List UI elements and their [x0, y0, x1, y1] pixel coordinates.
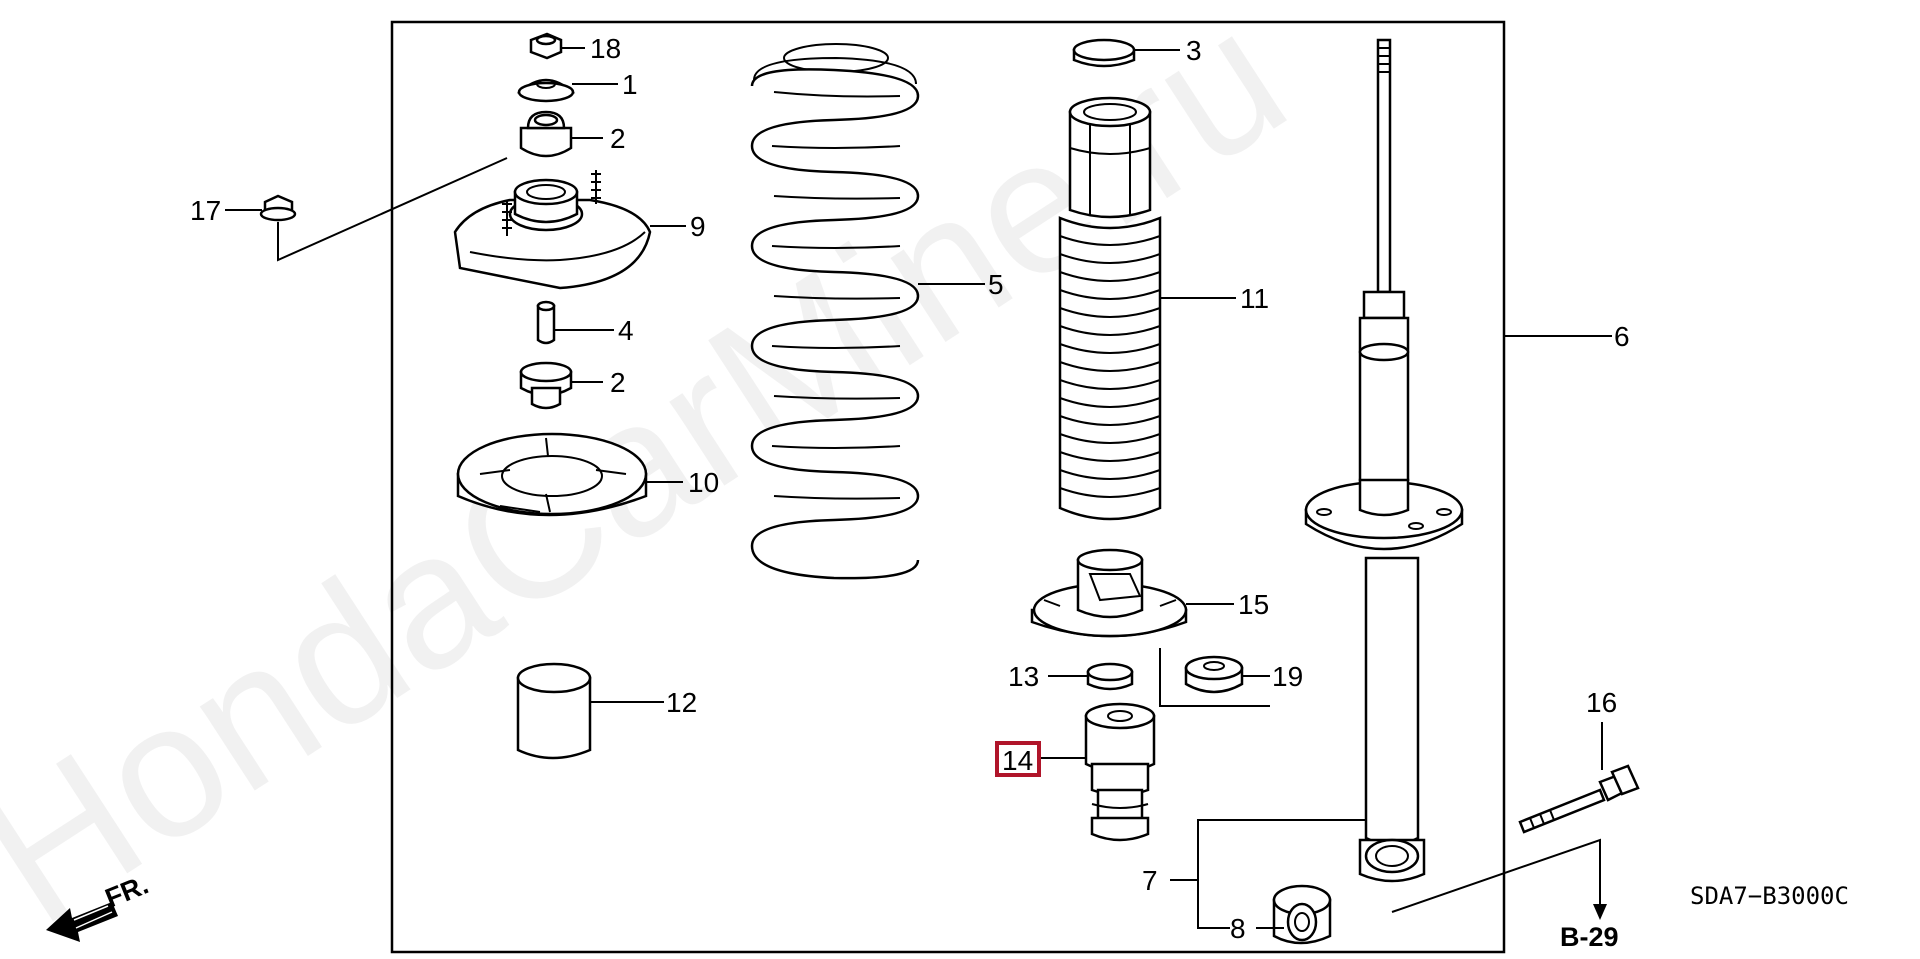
callout-15[interactable]: 15 [1238, 589, 1269, 620]
part-3-washer[interactable] [1072, 38, 1136, 68]
callout-12[interactable]: 12 [666, 687, 697, 718]
diagram-frame [390, 20, 1506, 954]
part-10-spring-seat[interactable] [456, 432, 648, 517]
part-2-lower-bushing[interactable] [519, 361, 573, 410]
callout-2a[interactable]: 2 [610, 123, 626, 154]
callout-3[interactable]: 3 [1186, 35, 1202, 66]
callout-1[interactable]: 1 [622, 69, 638, 100]
callout-6[interactable]: 6 [1614, 321, 1630, 352]
part-13-washer[interactable] [1086, 662, 1134, 691]
callout-13[interactable]: 13 [1008, 661, 1039, 692]
part-5-coil-spring[interactable] [750, 43, 920, 580]
callout-16[interactable]: 16 [1586, 687, 1617, 718]
part-14-bump-stop[interactable] [1084, 702, 1156, 842]
part-19-bushing[interactable] [1184, 655, 1244, 694]
callout-17[interactable]: 17 [190, 195, 221, 226]
callout-14-highlight [995, 741, 1041, 777]
front-direction-arrow-icon [46, 902, 118, 942]
part-12-bump-rubber[interactable] [516, 662, 592, 760]
part-4-collar[interactable] [536, 300, 556, 345]
callout-10[interactable]: 10 [688, 467, 719, 498]
callout-19[interactable]: 19 [1272, 661, 1303, 692]
reference-arrowhead [1593, 904, 1607, 920]
part-16-bolt[interactable] [1518, 764, 1640, 834]
diagram-code: SDA7−B3000C [1690, 882, 1849, 910]
part-15-stopper-mount[interactable] [1030, 548, 1188, 638]
part-9-mount-base[interactable] [453, 170, 652, 290]
callout-8[interactable]: 8 [1230, 913, 1246, 944]
part-18-nut[interactable] [529, 32, 563, 60]
callout-5[interactable]: 5 [988, 269, 1004, 300]
callout-2b[interactable]: 2 [610, 367, 626, 398]
part-11-dust-boot[interactable] [1058, 96, 1162, 521]
callout-4[interactable]: 4 [618, 315, 634, 346]
callout-11[interactable]: 11 [1240, 283, 1269, 314]
part-17-flange-nut[interactable] [259, 194, 297, 222]
callout-14[interactable]: 14 [1002, 745, 1033, 776]
part-6-shock-absorber[interactable] [1304, 38, 1464, 883]
callout-18[interactable]: 18 [590, 33, 621, 64]
part-2-upper-bushing[interactable] [519, 110, 573, 158]
reference-b29[interactable]: B-29 [1560, 922, 1619, 952]
callout-7[interactable]: 7 [1142, 865, 1158, 896]
part-8-bushing[interactable] [1272, 884, 1332, 945]
callout-9[interactable]: 9 [690, 211, 706, 242]
part-1-cap[interactable] [516, 78, 576, 103]
